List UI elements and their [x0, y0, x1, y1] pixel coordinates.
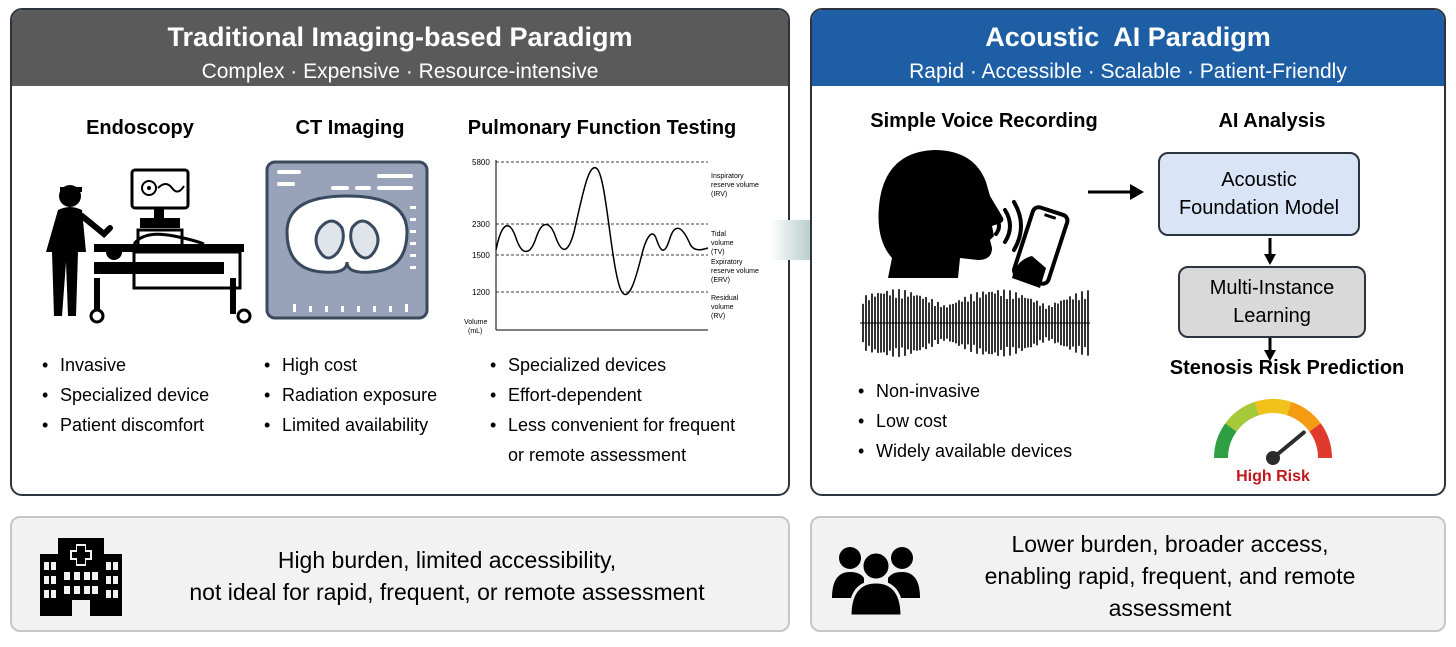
bullet-item: Radiation exposure [264, 380, 437, 410]
ai-analysis-title: AI Analysis [1218, 110, 1326, 132]
bullet-item: Low cost [858, 406, 1072, 436]
pft-annotation: Residual [711, 295, 739, 302]
bullet-item: Effort-dependent [490, 380, 735, 410]
pft-annotation: (IRV) [711, 191, 727, 198]
pft-y-tick: 5800 [472, 158, 490, 167]
summary-line: Lower burden, broader access, [1011, 531, 1329, 557]
speaking-person-icon [878, 150, 1070, 288]
pft-annotation: reserve volume [711, 182, 759, 189]
gauge-segment [1309, 423, 1332, 459]
summary-line: assessment [1108, 595, 1232, 621]
traditional-paradigm-panel: Traditional Imaging-based Paradigm Compl… [10, 8, 790, 496]
acoustic-summary-box: Lower burden, broader access, enabling r… [810, 516, 1446, 632]
mil-line: Learning [1233, 305, 1311, 327]
risk-level-label: High Risk [1236, 468, 1310, 485]
pft-annotation: reserve volume [711, 268, 759, 275]
risk-gauge-icon [1214, 399, 1332, 465]
summary-line: enabling rapid, frequent, and remote [984, 563, 1356, 589]
pft-volume-chart: 5800 2300 1500 1200 Volume (mL) Inspirat… [464, 158, 759, 335]
acoustic-panel-header: Acoustic AI Paradigm Rapid · Accessible … [812, 10, 1444, 86]
pft-annotation: volume [711, 240, 734, 247]
traditional-panel-title: Traditional Imaging-based Paradigm [167, 22, 633, 52]
endoscopy-icon [46, 168, 252, 324]
pft-y-label: Volume [464, 319, 487, 326]
bullet-item: Specialized devices [490, 350, 735, 380]
pft-y-label: (mL) [468, 328, 482, 335]
arrow-right-icon [1088, 184, 1144, 200]
stenosis-risk-title: Stenosis Risk Prediction [1169, 357, 1405, 379]
acoustic-panel-title: Acoustic AI Paradigm [985, 22, 1271, 52]
pft-annotation: (ERV) [711, 277, 730, 284]
traditional-panel-header: Traditional Imaging-based Paradigm Compl… [12, 10, 788, 86]
arrow-down-icon [1264, 338, 1276, 361]
bullet-continuation: or remote assessment [508, 445, 687, 465]
pft-annotation: (RV) [711, 313, 725, 320]
hospital-icon [40, 538, 122, 616]
acoustic-ai-panel: Acoustic AI Paradigm Rapid · Accessible … [810, 8, 1446, 496]
gauge-segment [1254, 399, 1292, 416]
pft-annotation: (TV) [711, 249, 725, 256]
ct-imaging-title: CT Imaging [295, 117, 405, 139]
endoscopy-bullets: Invasive Specialized device Patient disc… [42, 350, 209, 440]
traditional-summary-text: High burden, limited accessibility, not … [132, 544, 762, 608]
voice-recording-title: Simple Voice Recording [870, 110, 1098, 132]
pft-bullets: Specialized devices Effort-dependent Les… [490, 350, 735, 470]
pft-y-tick: 1200 [472, 288, 490, 297]
gauge-hub [1266, 451, 1280, 465]
arrow-down-icon [1264, 238, 1276, 265]
acoustic-panel-subtitle: Rapid · Accessible · Scalable · Patient-… [909, 60, 1347, 83]
bullet-item: Widely available devices [858, 436, 1072, 466]
pft-title: Pulmonary Function Testing [467, 117, 737, 139]
pft-annotation: Tidal [711, 231, 726, 238]
acoustic-summary-text: Lower burden, broader access, enabling r… [940, 528, 1400, 624]
endoscopy-title: Endoscopy [86, 117, 194, 139]
bullet-item: Non-invasive [858, 376, 1072, 406]
pft-annotation: volume [711, 304, 734, 311]
pft-y-tick: 1500 [472, 251, 490, 260]
traditional-summary-box: High burden, limited accessibility, not … [10, 516, 790, 632]
pft-annotation: Expiratory [711, 259, 743, 266]
pft-y-tick: 2300 [472, 220, 490, 229]
group-people-icon [832, 547, 920, 618]
bullet-item: Specialized device [42, 380, 209, 410]
summary-line: High burden, limited accessibility, [277, 547, 617, 573]
bullet-item: Invasive [42, 350, 209, 380]
pft-annotation: Inspiratory [711, 173, 744, 180]
mil-line: Multi-Instance [1209, 277, 1335, 299]
foundation-model-line: Foundation Model [1178, 197, 1340, 219]
bullet-item: Less convenient for frequent [490, 410, 735, 440]
ct-bullets: High cost Radiation exposure Limited ava… [264, 350, 437, 440]
gauge-segment [1286, 401, 1321, 432]
voice-bullets: Non-invasive Low cost Widely available d… [858, 376, 1072, 466]
gauge-segment [1214, 423, 1237, 459]
bullet-item: Patient discomfort [42, 410, 209, 440]
bullet-item: High cost [264, 350, 437, 380]
traditional-panel-subtitle: Complex · Expensive · Resource-intensive [201, 60, 599, 83]
foundation-model-line: Acoustic [1221, 169, 1297, 191]
ct-scan-icon [265, 160, 429, 320]
summary-line: not ideal for rapid, frequent, or remote… [189, 579, 705, 605]
voice-waveform [860, 289, 1090, 357]
gauge-segment [1225, 401, 1260, 432]
bullet-item: Limited availability [264, 410, 437, 440]
